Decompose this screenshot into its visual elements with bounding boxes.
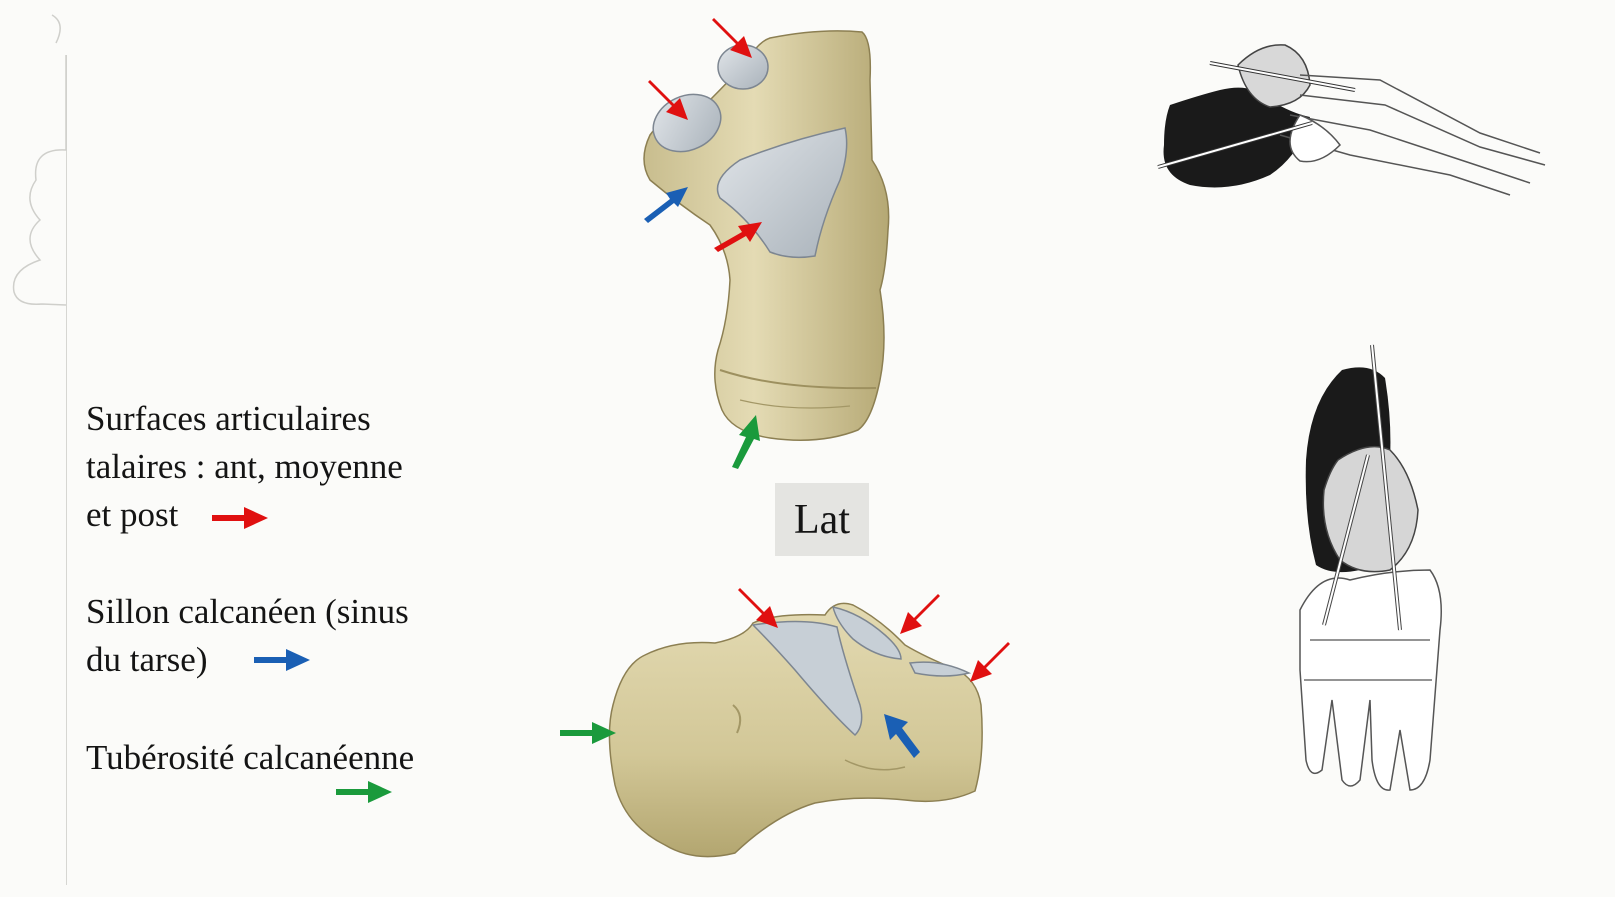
red-arrow-icon bbox=[712, 18, 752, 58]
blue-arrow-icon bbox=[254, 649, 310, 671]
green-arrow-icon bbox=[336, 781, 392, 803]
foot-dorsal-schematic bbox=[1299, 344, 1442, 791]
left-edge-decoration bbox=[12, 14, 67, 306]
legend-articular-surfaces: Surfaces articulaires talaires : ant, mo… bbox=[86, 395, 403, 539]
red-arrow-icon bbox=[648, 80, 688, 120]
view-label-lat: Lat bbox=[775, 483, 869, 556]
red-arrow-icon bbox=[900, 594, 940, 634]
legend-line: du tarse) bbox=[86, 640, 208, 679]
red-arrow-icon bbox=[212, 507, 268, 529]
blue-arrow-icon bbox=[884, 714, 920, 758]
legend-line: Sillon calcanéen (sinus bbox=[86, 592, 409, 631]
legend-line: talaires : ant, moyenne bbox=[86, 447, 403, 486]
foot-lateral-schematic bbox=[1157, 44, 1546, 196]
calcaneus-superior-view bbox=[643, 30, 890, 441]
left-divider-line bbox=[66, 55, 67, 885]
red-arrow-icon bbox=[970, 642, 1010, 682]
legend-calcaneal-sulcus: Sillon calcanéen (sinus du tarse) bbox=[86, 588, 409, 684]
red-arrow-icon bbox=[714, 222, 762, 252]
calcaneus-lateral-view bbox=[608, 602, 983, 858]
red-arrow-icon bbox=[738, 588, 778, 628]
green-arrow-icon bbox=[732, 415, 760, 469]
blue-arrow-icon bbox=[644, 187, 688, 223]
legend-calcaneal-tuberosity: Tubérosité calcanéenne bbox=[86, 734, 414, 782]
legend-line: et post bbox=[86, 495, 179, 534]
legend-line: Surfaces articulaires bbox=[86, 399, 371, 438]
green-arrow-icon bbox=[560, 722, 616, 744]
legend-line: Tubérosité calcanéenne bbox=[86, 738, 415, 777]
